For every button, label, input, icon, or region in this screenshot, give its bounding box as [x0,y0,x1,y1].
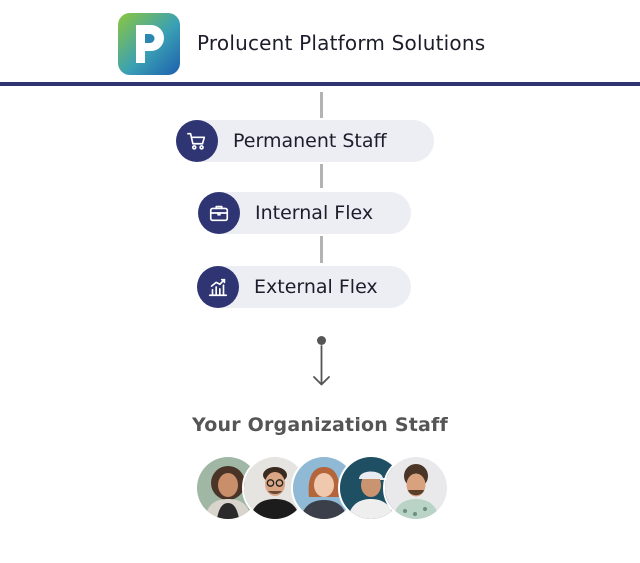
connector-line [320,92,323,118]
staff-avatar-man-curly-hair[interactable] [383,455,449,521]
staff-avatar-woman-curly-hair[interactable] [195,455,261,521]
shopping-cart-icon [176,120,218,162]
flow-item-label: Internal Flex [255,202,374,224]
connector-line [320,164,323,188]
connector-line [320,236,323,263]
prolucent-logo-icon[interactable] [118,13,180,75]
arrow-start-dot [317,336,326,345]
growth-chart-icon [197,266,239,308]
organization-title: Your Organization Staff [192,414,448,436]
header: Prolucent Platform Solutions [0,0,640,86]
briefcase-icon [198,192,240,234]
arrow-down-icon [311,344,332,394]
flow-item-permanent-staff[interactable]: Permanent Staff [176,120,434,162]
flow-item-label: External Flex [254,276,378,298]
staff-avatar-group [195,455,449,521]
flow-item-external-flex[interactable]: External Flex [197,266,411,308]
flow-item-internal-flex[interactable]: Internal Flex [198,192,411,234]
brand-name: Prolucent Platform Solutions [197,31,486,55]
flow-item-label: Permanent Staff [233,130,387,152]
